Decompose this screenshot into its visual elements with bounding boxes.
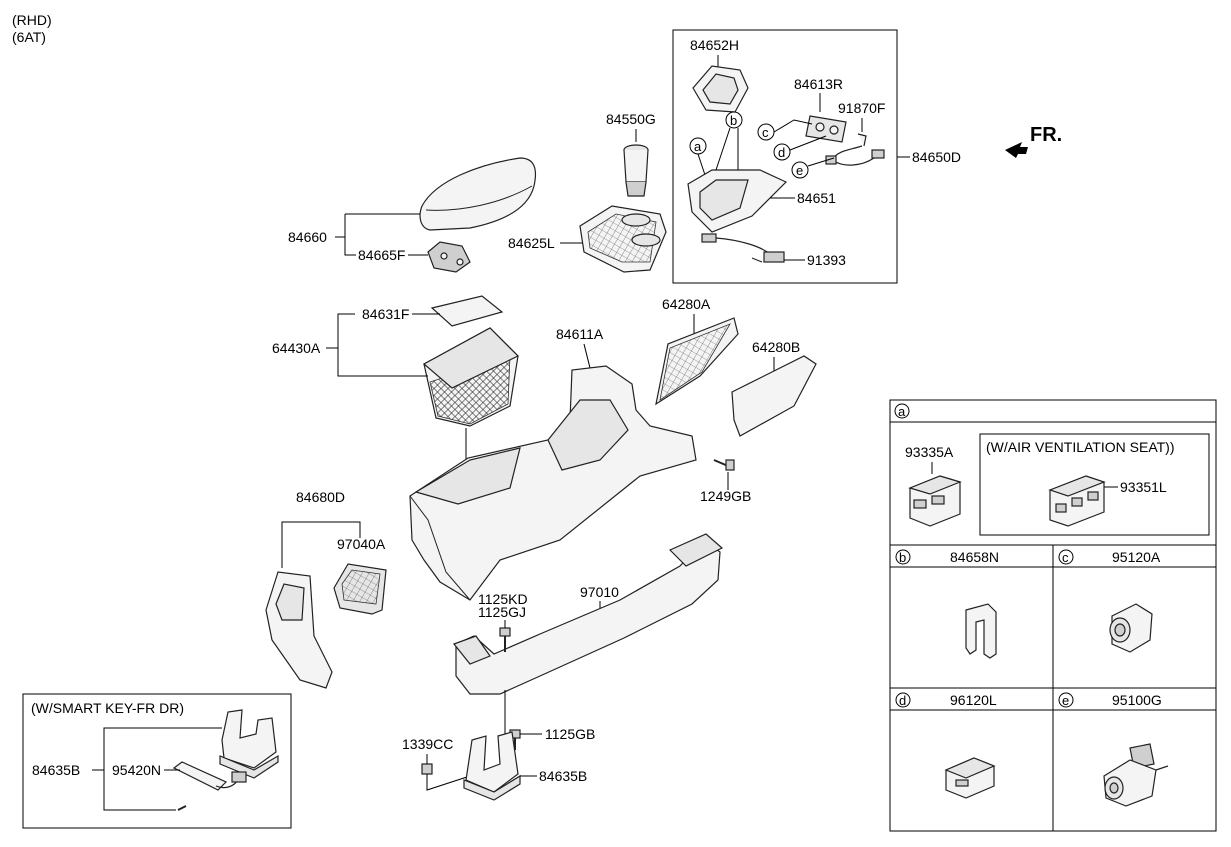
legend-table [889,399,1217,832]
smart-key-bracket [219,709,279,779]
part-1249GB-label: 1249GB [700,488,751,504]
part-84635B-smartkey-label: 84635B [32,762,80,778]
part-84680D-label: 84680D [296,489,345,505]
part-1125GB-label: 1125GB [545,726,595,742]
side-panel-left [655,317,739,406]
armrest-hinge [427,241,471,273]
part-84611A-label: 84611A [556,326,604,342]
legend-d-marker [895,692,911,708]
front-direction-label: FR. [1030,124,1062,146]
legend-d-letter: d [899,693,906,708]
part-84635B-label: 84635B [539,768,587,784]
part-84665F-label: 84665F [358,247,405,263]
screw-1249GB [713,459,735,471]
legend-b-marker [895,549,911,565]
part-84625L-label: 84625L [508,235,555,251]
armrest-cover [419,157,537,231]
bracket-84635B [463,731,521,801]
legend-e-letter: e [1062,693,1069,708]
front-direction-arrow: FR. [1005,124,1062,158]
legend-c-letter: c [1062,550,1069,565]
legend-a-part: 93335A [905,444,954,460]
part-97040A-label: 97040A [337,536,386,552]
legend-c-marker [1058,549,1074,565]
part-1339CC-label: 1339CC [402,736,453,752]
legend-e-part: 95100G [1112,692,1162,708]
callout-d [773,143,791,161]
legend-b-part: 84658N [950,549,999,565]
part-91393-label: 91393 [807,252,846,268]
storage-box [422,327,520,427]
usb-jack [944,757,996,799]
seat-heater-switch [908,475,962,527]
shift-knob [623,144,649,197]
cup-holder [579,205,667,273]
part-84650D-label: 84650D [912,149,961,165]
ventilation-option-title: (W/AIR VENTILATION SEAT)) [986,439,1175,455]
callout-d-letter: d [778,145,785,160]
legend-c-part: 95120A [1112,549,1161,565]
part-84631F-label: 84631F [362,306,409,322]
cigarette-lighter [1103,743,1169,807]
part-64280B-label: 64280B [752,339,800,355]
part-95420N-label: 95420N [112,762,161,778]
air-duct [453,533,724,695]
clip-84658N [965,603,997,659]
smart-key-box-title: (W/SMART KEY-FR DR) [31,700,184,716]
part-84613R-label: 84613R [794,76,843,92]
rhd-note: (RHD) [12,12,52,28]
ventilation-seat-switch [1048,475,1106,527]
legend-a-option-part: 93351L [1120,479,1167,495]
callout-b-letter: b [730,113,737,128]
rear-air-vent [333,563,387,615]
smart-key-box [22,693,292,829]
part-91870F-label: 91870F [838,100,885,116]
callout-c-letter: c [762,125,769,140]
part-64430A-label: 64430A [272,340,321,356]
part-64280A-label: 64280A [662,296,711,312]
callout-a-letter: a [694,139,702,154]
shift-boot-cover [692,65,749,113]
ventilation-option-box [979,433,1210,536]
power-outlet [1109,603,1153,653]
legend-e-marker [1058,692,1074,708]
shift-indicator-panel [687,169,788,233]
nut-1339CC [421,763,433,775]
storage-mat [430,295,504,327]
callout-b [725,111,743,129]
rear-console-trim [265,571,333,689]
part-84651-label: 84651 [797,190,836,206]
legend-a-letter: a [898,404,906,419]
smart-key-antenna [172,761,247,811]
part-84550G-label: 84550G [606,111,656,127]
part-1125GJ-label: 1125GJ [478,604,526,620]
callout-e-letter: e [796,163,803,178]
transmission-note: (6AT) [12,29,46,45]
side-panel-right [731,355,817,437]
legend-b-letter: b [899,550,906,565]
callout-e [791,161,809,179]
part-84652H-label: 84652H [690,37,739,53]
switch-panel [805,115,847,143]
wiring-harness-lower [701,233,785,263]
part-97010-label: 97010 [580,584,619,600]
floor-console-body [409,365,697,601]
part-1125KD-label: 1125KD [478,591,528,607]
legend-a-marker [894,403,910,419]
legend-d-part: 96120L [950,692,997,708]
part-84660-label: 84660 [288,229,327,245]
